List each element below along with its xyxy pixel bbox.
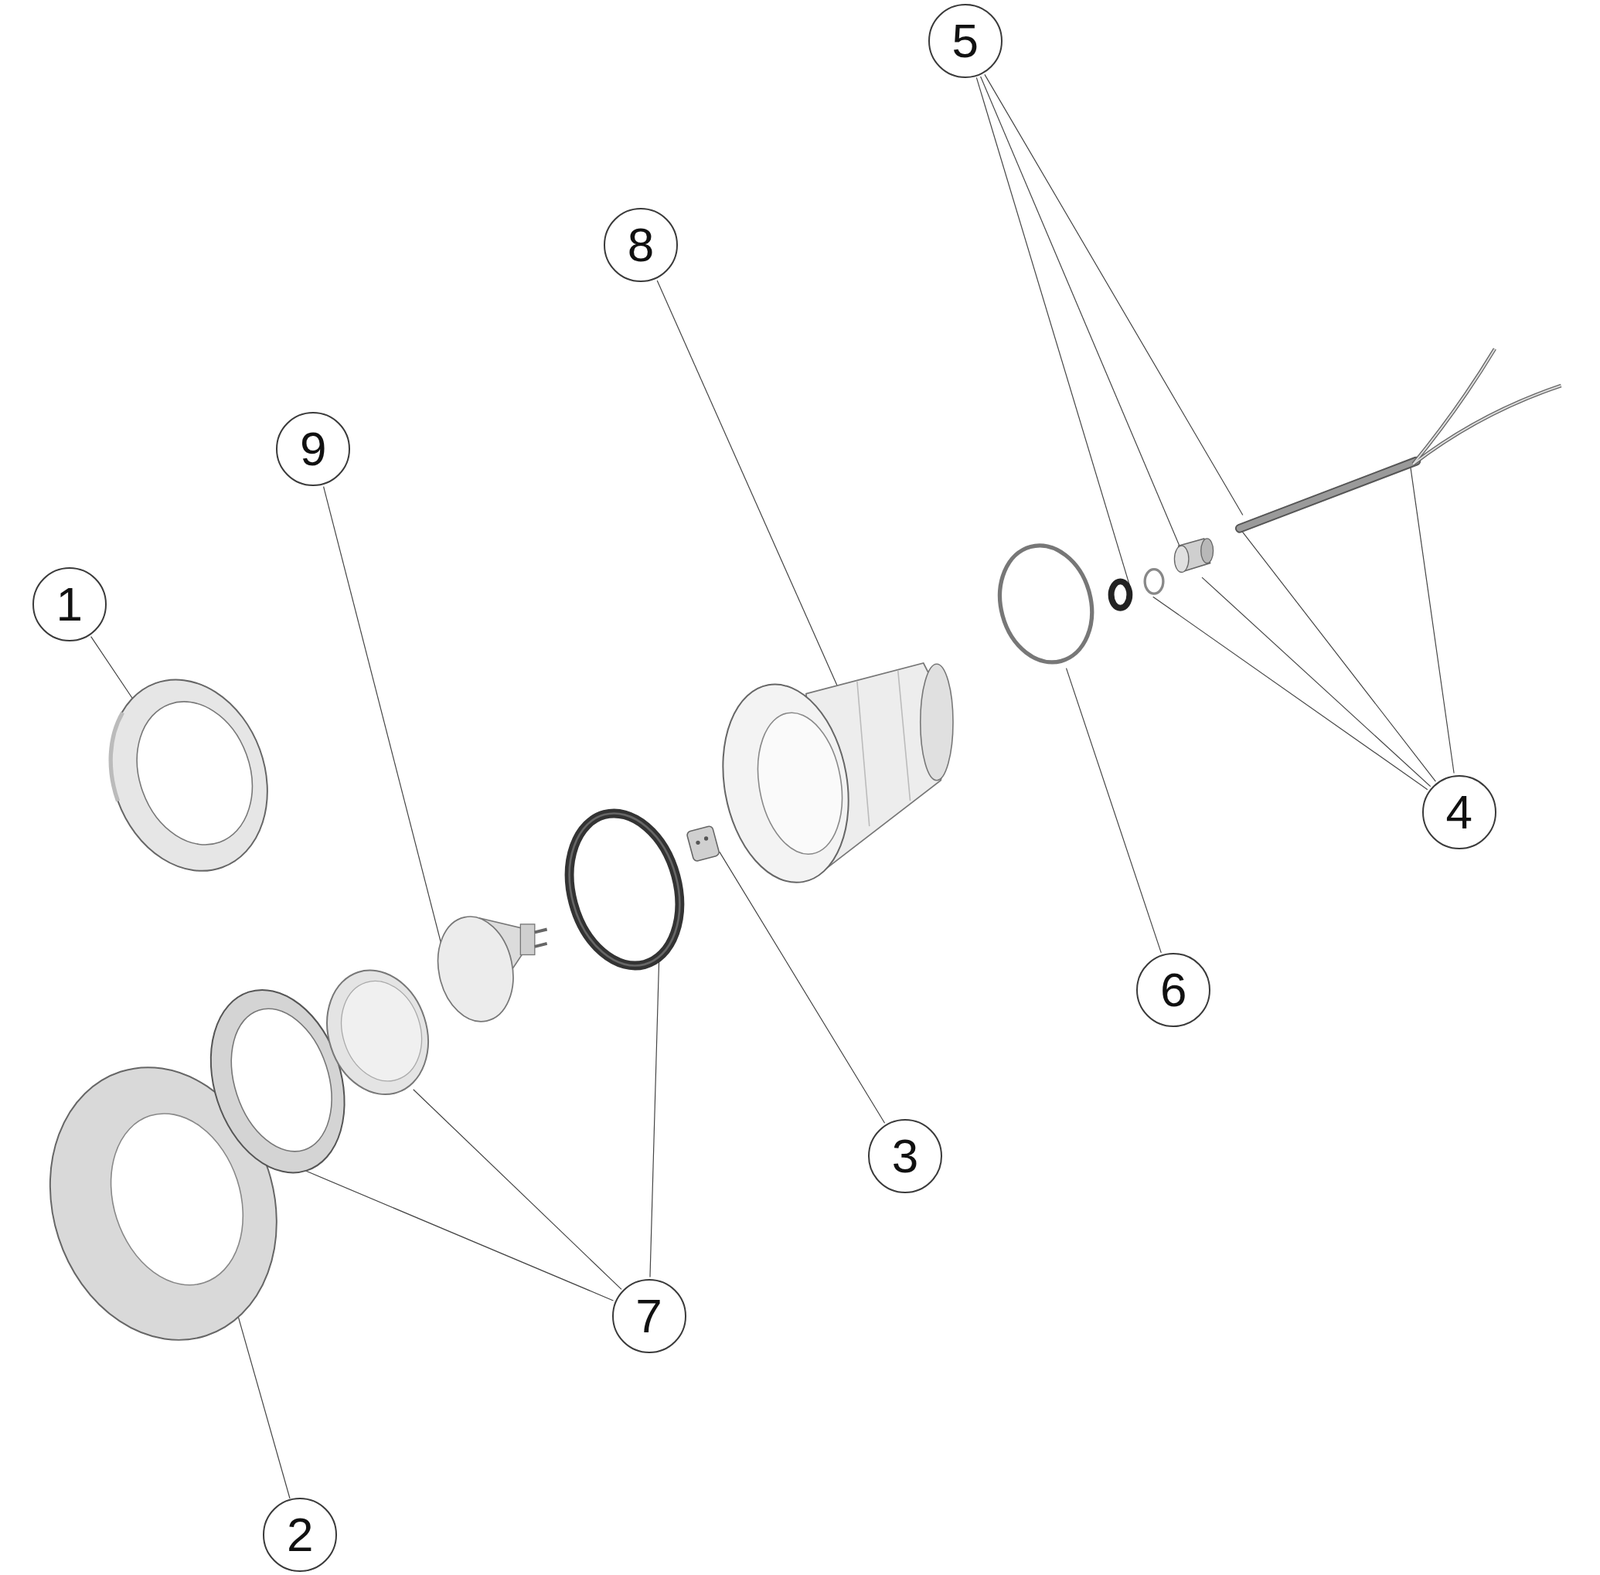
callout-circle: 5 [928, 3, 1003, 79]
cable-gland [1174, 538, 1213, 573]
callout-number: 2 [286, 1511, 314, 1560]
callout-number: 6 [1160, 966, 1187, 1015]
leader-line [1066, 668, 1162, 954]
lens [311, 956, 444, 1108]
callout-circle: 3 [868, 1119, 943, 1194]
callout-number: 5 [952, 17, 979, 65]
callout-number: 8 [627, 221, 654, 269]
leader-lines [91, 74, 1454, 1499]
leader-line [1409, 464, 1454, 774]
leader-line [657, 280, 852, 720]
o-ring [987, 534, 1105, 673]
leader-line [413, 1089, 622, 1291]
leader-line [306, 1171, 613, 1301]
callout-number: 3 [891, 1132, 919, 1181]
callout-circle: 2 [262, 1497, 338, 1573]
washer [1144, 569, 1164, 595]
cable [1239, 348, 1562, 528]
leader-line [719, 851, 886, 1124]
leader-line [1201, 577, 1431, 787]
retaining-ring [84, 657, 293, 894]
leader-line [650, 953, 660, 1277]
connector [686, 825, 720, 862]
callout-circle: 8 [603, 207, 678, 283]
leader-line [1239, 528, 1436, 782]
housing [708, 663, 954, 893]
callout-number: 9 [299, 425, 327, 474]
callout-circle: 7 [612, 1279, 687, 1354]
lamp [428, 909, 548, 1029]
callout-number: 4 [1446, 788, 1473, 837]
leader-line [976, 77, 1131, 589]
seal-ring [1111, 581, 1131, 608]
leader-line [980, 76, 1182, 552]
gasket [553, 800, 697, 978]
leader-line [1153, 596, 1428, 790]
leader-line [323, 486, 450, 975]
callout-circle: 9 [275, 411, 351, 487]
callout-circle: 6 [1136, 953, 1211, 1028]
callout-number: 7 [635, 1292, 662, 1341]
callout-circle: 1 [32, 567, 107, 642]
callout-number: 1 [56, 580, 83, 629]
leader-line [984, 74, 1243, 515]
callout-circle: 4 [1422, 775, 1497, 850]
